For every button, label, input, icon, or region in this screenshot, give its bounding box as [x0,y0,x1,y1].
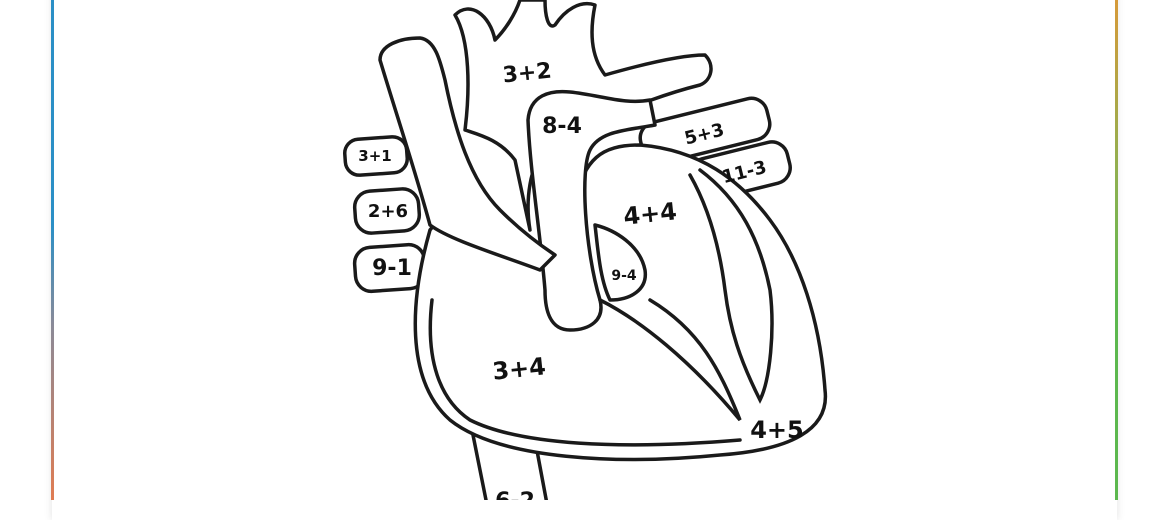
label-left-ventricle: 4+5 [750,416,804,444]
label-left-atrium: 4+4 [622,197,678,230]
label-valve: 9-4 [611,268,637,284]
left-vessel-2[interactable] [352,187,422,235]
septum-line [428,298,742,447]
label-left-vessel-1: 3+1 [358,147,391,165]
ventricle-line [598,298,742,422]
label-pulmonary-artery: 8-4 [542,114,582,139]
label-left-vessel-2: 2+6 [368,201,408,222]
left-ventricle-wall [688,168,774,404]
pulmonary-artery[interactable] [526,89,657,332]
label-inferior-vena-cava: 6-2 [495,489,535,500]
valve[interactable] [593,223,647,302]
right-color-border [1115,0,1118,500]
superior-vena-cava[interactable] [378,36,557,272]
label-left-vessel-3: 9-1 [372,256,412,281]
label-aorta: 3+2 [501,58,552,88]
left-vessel-1[interactable] [343,135,409,177]
label-right-ventricle: 3+4 [491,352,547,385]
heart-diagram: 3+2 8-4 5+3 11-3 3+1 2+6 9-1 4+4 9-4 3+4… [343,0,828,500]
left-color-border [51,0,54,500]
